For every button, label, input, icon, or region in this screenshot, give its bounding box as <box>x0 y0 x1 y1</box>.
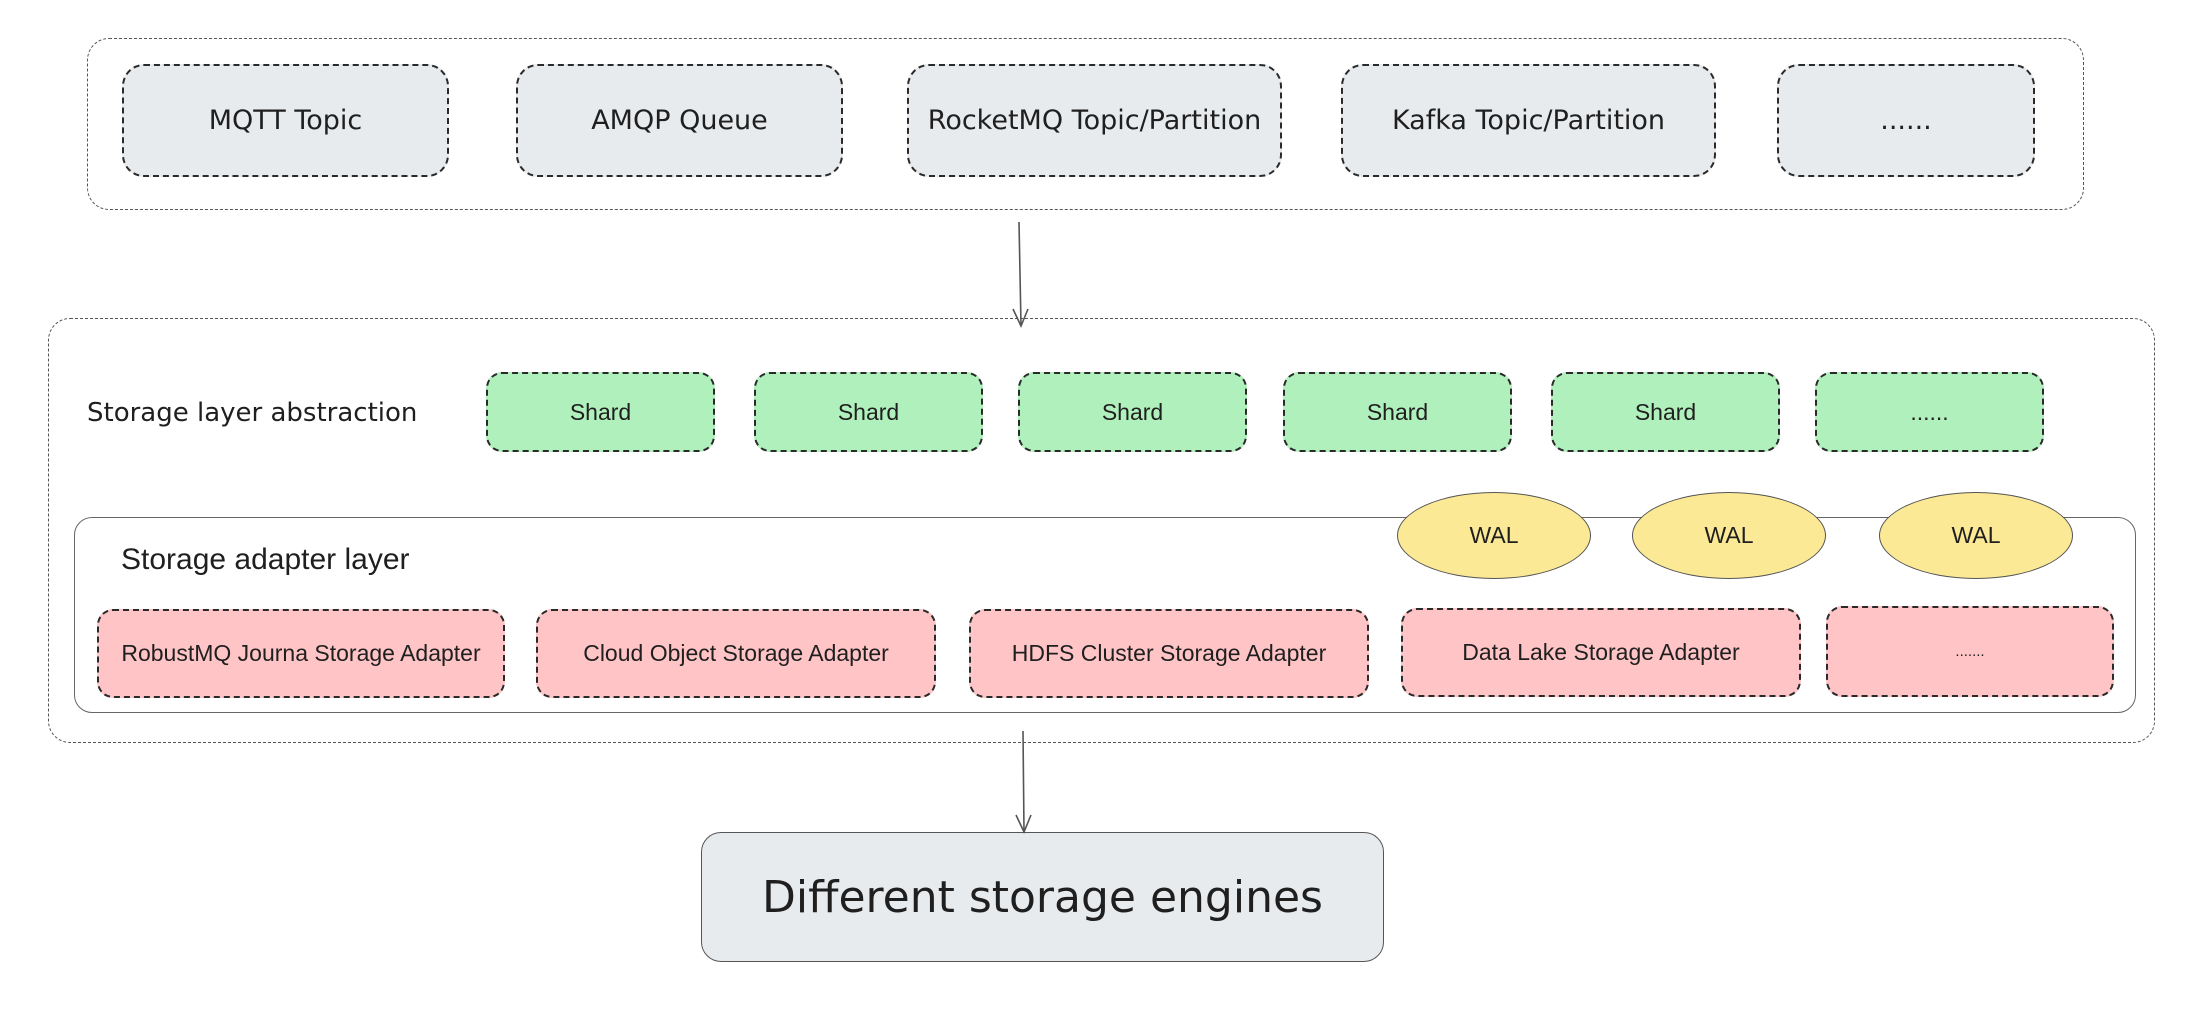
adapter-cloud-object: Cloud Object Storage Adapter <box>536 609 936 698</box>
adapter-data-lake: Data Lake Storage Adapter <box>1401 608 1801 697</box>
adapter-robustmq-journal: RobustMQ Journa Storage Adapter <box>97 609 505 698</box>
wal-ellipse: WAL <box>1397 492 1591 579</box>
arrow-protocols-to-storage <box>1012 221 1029 328</box>
adapter-layer-frame <box>74 517 2136 713</box>
protocol-more: ...... <box>1777 64 2035 177</box>
shard-node: Shard <box>486 372 715 452</box>
protocol-layer-frame <box>87 38 2084 210</box>
storage-abstraction-label: Storage layer abstraction <box>87 398 418 428</box>
shard-node: Shard <box>1283 372 1512 452</box>
shard-node: Shard <box>754 372 983 452</box>
wal-ellipse: WAL <box>1632 492 1826 579</box>
shard-more: ...... <box>1815 372 2044 452</box>
adapter-more: ....... <box>1826 606 2114 697</box>
wal-ellipse: WAL <box>1879 492 2073 579</box>
adapter-layer-label: Storage adapter layer <box>121 543 410 576</box>
shard-node: Shard <box>1551 372 1780 452</box>
protocol-rocketmq-topic: RocketMQ Topic/Partition <box>907 64 1282 177</box>
storage-engines-box: Different storage engines <box>701 832 1384 962</box>
protocol-kafka-topic: Kafka Topic/Partition <box>1341 64 1716 177</box>
protocol-amqp-queue: AMQP Queue <box>516 64 843 177</box>
shard-node: Shard <box>1018 372 1247 452</box>
adapter-hdfs-cluster: HDFS Cluster Storage Adapter <box>969 609 1369 698</box>
storage-layer-frame <box>48 318 2155 743</box>
arrow-storage-to-engines <box>1015 730 1032 834</box>
protocol-mqtt-topic: MQTT Topic <box>122 64 449 177</box>
